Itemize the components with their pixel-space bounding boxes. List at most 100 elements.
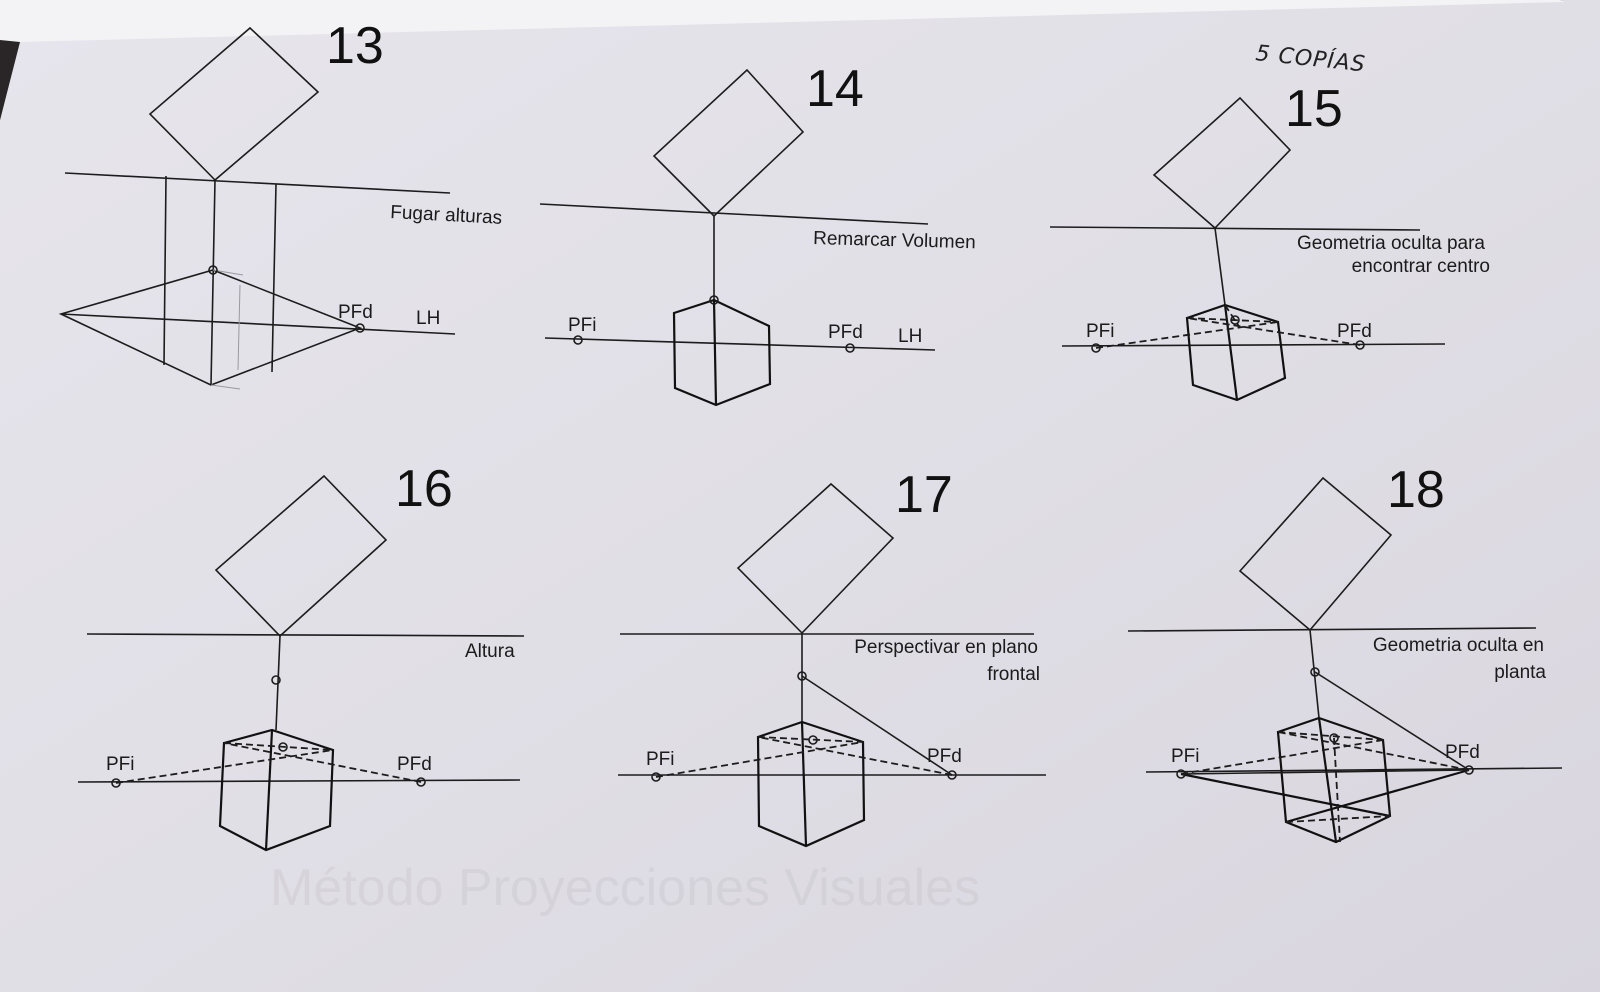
hidden-line xyxy=(1186,317,1279,323)
plan-square xyxy=(652,68,805,218)
pfd-point xyxy=(1464,765,1474,775)
ground-line xyxy=(64,172,451,194)
construction-line xyxy=(801,675,953,776)
pfd-label: PFd xyxy=(1337,321,1372,342)
step-number: 13 xyxy=(326,17,384,75)
construction-line xyxy=(210,384,241,390)
pfd-point xyxy=(416,777,426,787)
pfd-point xyxy=(845,343,855,353)
hidden-line xyxy=(1285,815,1391,823)
step-18: 18 Geometria oculta en planta PFi PFd xyxy=(1127,461,1563,844)
footer-watermark: Método Proyecciones Visuales xyxy=(270,859,980,917)
instruction-text: Perspectivar en plano xyxy=(854,637,1038,658)
point-marker xyxy=(278,742,288,752)
step-16: 16 Altura PFi PFd xyxy=(77,460,525,852)
pfd-point xyxy=(355,323,365,333)
step-number: 17 xyxy=(895,466,953,524)
pfi-point xyxy=(1091,343,1101,353)
construction-line xyxy=(212,269,244,276)
prism-edge xyxy=(1223,304,1239,401)
horizon-line xyxy=(544,337,936,351)
projector-line xyxy=(1309,629,1320,719)
projector-line xyxy=(163,175,167,366)
pfd-label: PFd xyxy=(927,746,962,767)
pfd-label: PFd xyxy=(828,322,863,343)
perspective-base xyxy=(58,269,363,386)
prism-edge xyxy=(800,721,808,847)
point-marker xyxy=(208,265,218,275)
pfd-label: PFd xyxy=(397,754,432,775)
horizon-line xyxy=(1061,343,1446,347)
projector-line xyxy=(210,179,216,386)
plan-line xyxy=(1180,772,1391,818)
instruction-text: Altura xyxy=(465,641,515,662)
step-number: 16 xyxy=(395,460,453,518)
lh-label: LH xyxy=(898,326,922,347)
projector-line xyxy=(1214,227,1226,306)
pfi-label: PFi xyxy=(646,749,675,770)
instruction-text: planta xyxy=(1494,662,1546,683)
ground-line xyxy=(86,633,525,637)
hidden-line xyxy=(223,742,334,751)
instruction-text: frontal xyxy=(987,664,1040,685)
hidden-line xyxy=(1333,737,1341,843)
hidden-line xyxy=(655,741,864,778)
ground-line xyxy=(539,203,929,225)
ground-line xyxy=(1049,226,1421,231)
plan-square xyxy=(736,482,895,635)
instruction-text: encontrar centro xyxy=(1352,256,1490,277)
instruction-text: Geometria oculta para xyxy=(1297,233,1485,254)
pfd-label: PFd xyxy=(338,302,373,323)
horizon-line xyxy=(1145,767,1563,773)
pfi-point xyxy=(651,772,661,782)
pfi-point xyxy=(1176,769,1186,779)
horizon-line xyxy=(77,779,521,783)
pfi-label: PFi xyxy=(1171,746,1200,767)
hidden-line xyxy=(1277,731,1384,741)
step-number: 18 xyxy=(1387,461,1445,519)
prism-edge xyxy=(1317,717,1338,843)
point-marker xyxy=(808,735,818,745)
point-marker xyxy=(1310,667,1320,677)
construction-line xyxy=(1314,671,1470,771)
paper-fold xyxy=(0,0,1565,55)
pfi-point xyxy=(111,778,121,788)
hidden-line xyxy=(1186,317,1361,346)
step-13: 13 Fugar alturas PFd LH xyxy=(58,17,503,390)
hidden-line xyxy=(1095,321,1279,349)
pfd-point xyxy=(947,770,957,780)
lh-label: LH xyxy=(416,308,440,329)
pfi-point xyxy=(573,335,583,345)
instruction-text: Remarcar Volumen xyxy=(813,228,976,253)
plan-square xyxy=(1152,96,1292,230)
plan-line xyxy=(1180,769,1470,775)
step-17: 17 Perspectivar en plano frontal PFi PFd xyxy=(618,466,1046,848)
pfi-label: PFi xyxy=(106,754,135,775)
point-marker xyxy=(1230,315,1240,325)
pfd-label: PFd xyxy=(1445,742,1480,763)
step-14: 14 Remarcar Volumen PFi PFd LH xyxy=(539,60,976,407)
projector-line xyxy=(271,183,277,373)
plan-line xyxy=(1285,768,1470,824)
pfd-point xyxy=(1355,340,1365,350)
plan-square xyxy=(1238,476,1393,632)
hidden-line xyxy=(757,736,864,743)
plan-square xyxy=(148,26,320,182)
point-marker xyxy=(271,675,281,685)
step-15: 15 Geometria oculta para encontrar centr… xyxy=(1049,80,1490,402)
pfi-label: PFi xyxy=(1086,321,1115,342)
prism-edge xyxy=(712,299,718,406)
table-shadow xyxy=(0,40,20,120)
point-marker xyxy=(709,295,719,305)
point-marker xyxy=(1329,733,1339,743)
prism-edge xyxy=(264,729,274,851)
instruction-text: Geometria oculta en xyxy=(1373,635,1544,656)
step-number: 14 xyxy=(806,60,864,118)
point-marker xyxy=(797,671,807,681)
step-number: 15 xyxy=(1285,80,1343,138)
plan-square xyxy=(214,474,388,638)
pfi-label: PFi xyxy=(568,315,597,336)
hidden-line xyxy=(223,742,422,783)
